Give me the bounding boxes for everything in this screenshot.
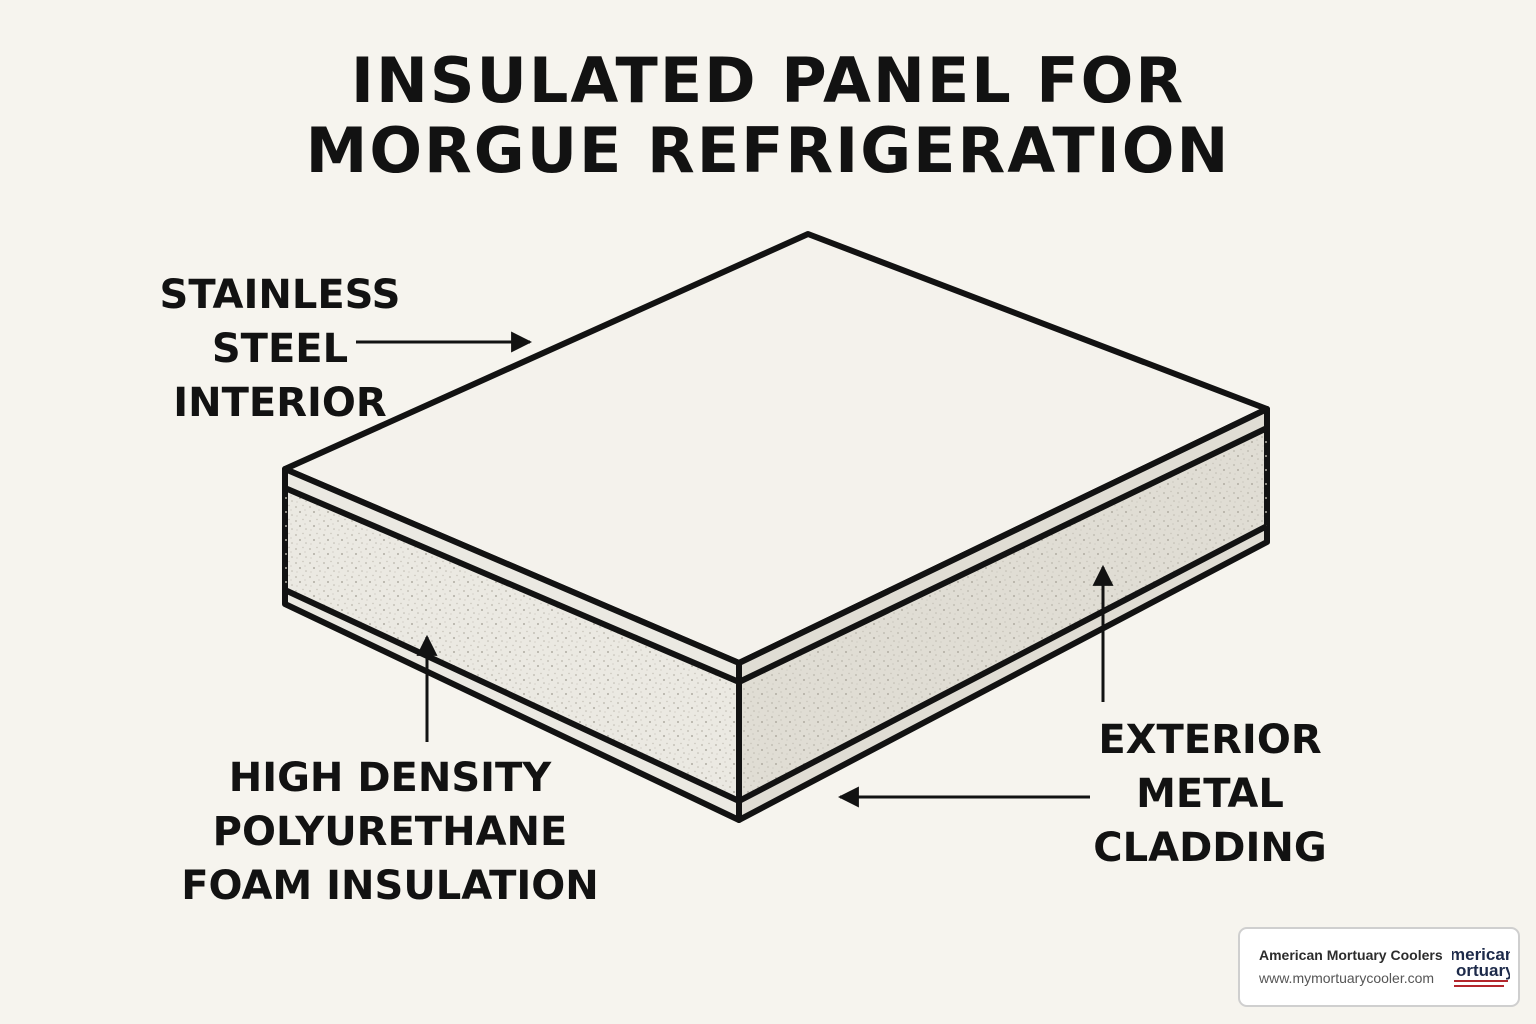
label-steel-line-1: STAINLESS — [159, 272, 401, 318]
label-foam-insulation: HIGH DENSITY POLYURETHANE FOAM INSULATIO… — [160, 751, 620, 913]
svg-text:merican: merican — [1452, 945, 1510, 964]
label-steel-line-3: INTERIOR — [173, 380, 387, 426]
label-foam-line-1: HIGH DENSITY — [228, 755, 552, 801]
label-exterior-line-1: EXTERIOR — [1098, 717, 1322, 763]
exterior-skin-line-right — [737, 523, 1269, 804]
company-logo-icon: merican ortuary — [1452, 943, 1510, 993]
watermark-company-name: American Mortuary Coolers — [1259, 947, 1443, 963]
label-stainless-steel-interior: STAINLESS STEEL INTERIOR — [150, 268, 410, 430]
foam-core-left — [285, 488, 739, 801]
label-exterior-metal-cladding: EXTERIOR METAL CLADDING — [1070, 713, 1350, 875]
interior-skin-line-left — [283, 485, 741, 685]
foam-core-right — [739, 428, 1267, 801]
diagram-title: INSULATED PANEL FOR MORGUE REFRIGERATION — [0, 46, 1536, 186]
label-exterior-line-2: METAL — [1136, 771, 1284, 817]
label-foam-line-3: FOAM INSULATION — [181, 863, 599, 909]
watermark-badge: American Mortuary Coolers www.mymortuary… — [1238, 927, 1520, 1007]
interior-skin-line-right — [737, 425, 1269, 685]
label-foam-line-2: POLYURETHANE — [212, 809, 568, 855]
label-exterior-line-3: CLADDING — [1093, 825, 1327, 871]
title-line-2: MORGUE REFRIGERATION — [305, 114, 1231, 187]
watermark-url: www.mymortuarycooler.com — [1259, 970, 1435, 986]
exterior-skin-line-left — [283, 587, 741, 804]
svg-text:ortuary: ortuary — [1456, 961, 1510, 980]
title-line-1: INSULATED PANEL FOR — [350, 44, 1186, 117]
label-steel-line-2: STEEL — [211, 326, 349, 372]
